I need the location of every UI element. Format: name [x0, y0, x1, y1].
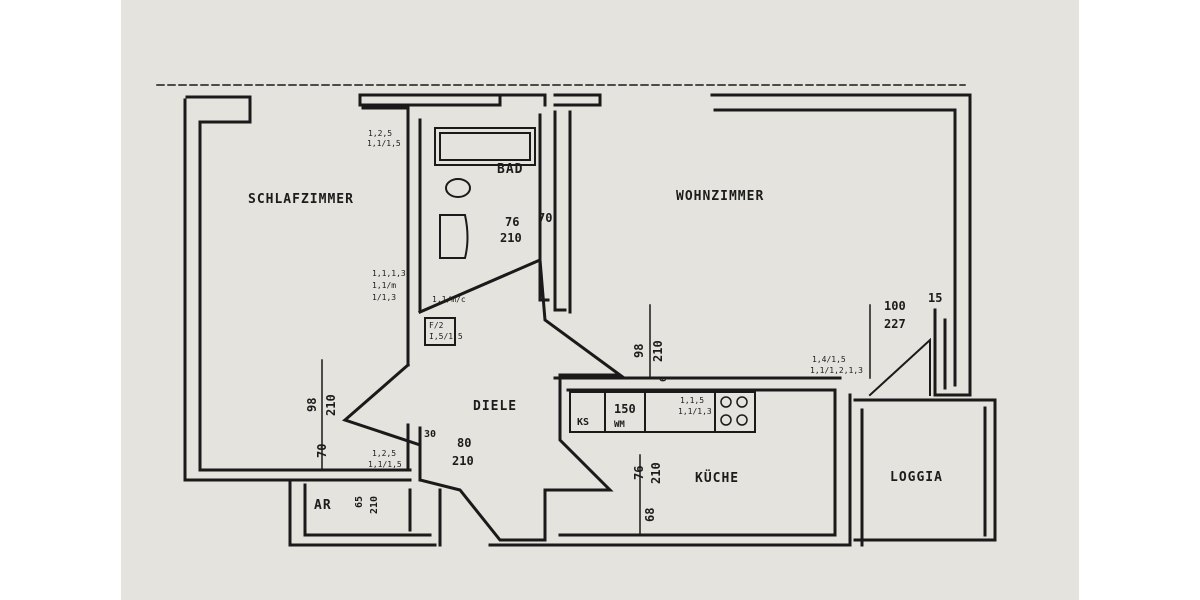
wall-kueche-top — [553, 376, 842, 392]
wall-schlafzimmer-top — [185, 95, 252, 124]
label-wm: WM — [614, 420, 625, 430]
room-label-kueche: KÜCHE — [695, 471, 740, 486]
dim-diele-door-width: 80 — [457, 436, 472, 450]
dim-schlaf-door-h: 210 — [324, 394, 338, 416]
dim-bad-wall: 70 — [538, 211, 553, 225]
dim-bad-door-width: 76 — [505, 215, 520, 229]
counter — [569, 391, 756, 433]
wall-wohnzimmer-left — [553, 110, 572, 314]
dim-wohn-wall: 15 — [928, 291, 943, 305]
wall-bad-right — [538, 113, 550, 302]
room-label-diele: DIELE — [473, 399, 518, 414]
room-label-schlafzimmer: SCHLAFZIMMER — [248, 192, 354, 207]
wall-schlafzimmer-left — [183, 98, 202, 482]
dim-ar-door-a: 65 — [354, 495, 365, 508]
wall-top-mid — [358, 93, 502, 127]
room-label-wohnzimmer: WOHNZIMMER — [676, 189, 765, 204]
dim-diele-door-height: 210 — [452, 454, 474, 468]
note-schlaf-side-3: 1/1,3 — [372, 293, 397, 302]
dim-kueche-door-a: 76 — [632, 465, 646, 480]
wall-top-bad — [418, 93, 602, 107]
dim-ar-door-b: 210 — [369, 495, 380, 514]
note-cabinet-1: F/2 — [429, 321, 444, 330]
note-bad-small: 1,1/m/c — [432, 295, 466, 304]
room-label-ar: AR — [314, 498, 332, 513]
label-wm-width: 150 — [614, 402, 636, 416]
note-diele-small-2: 1,1/1,5 — [368, 460, 402, 469]
cabinet-box — [424, 317, 456, 346]
dim-wohn-door-height: 227 — [884, 317, 906, 331]
wall-wohnzimmer-top — [710, 93, 972, 397]
note-cabinet-2: I,5/1,5 — [429, 332, 463, 341]
dim-wohn-door-width: 100 — [884, 299, 906, 313]
dim-bad-door-height: 210 — [500, 231, 522, 245]
note-wohn-corner-1: 1,4/1,5 — [812, 355, 846, 364]
note-schlaf-side-1: 1,1,1,3 — [372, 269, 406, 278]
wall-loggia — [853, 398, 997, 547]
note-schlaf-window-1: 1,2,5 — [368, 129, 393, 138]
dim-wohn-kueche-h: 210 — [651, 340, 665, 362]
wall-kueche-right — [558, 388, 852, 547]
room-label-bad: BAD — [497, 162, 524, 177]
note-diele-small-1: 1,2,5 — [372, 449, 397, 458]
note-stove-2: 1,1/1,3 — [678, 407, 712, 416]
bathtub — [434, 127, 536, 166]
label-ks: KS — [577, 417, 590, 428]
note-schlaf-window-2: 1,1/1,5 — [367, 139, 401, 148]
toilet — [445, 178, 471, 198]
room-label-loggia: LOGGIA — [890, 470, 943, 485]
dim-schlaf-wall: 70 — [315, 443, 329, 458]
wall-bottom-left — [183, 468, 412, 482]
dim-kueche-wall: 68 — [643, 507, 657, 522]
stove-burner — [720, 396, 732, 408]
wall-ar — [288, 478, 437, 547]
note-wohn-corner-2: 1,1/1,2,1,3 — [810, 366, 863, 375]
dim-schlaf-door-v: 98 — [305, 397, 319, 412]
dim-kueche-door-b: 210 — [649, 462, 663, 484]
loggia-door — [868, 337, 931, 397]
dim-wohn-kueche-v: 98 — [632, 343, 646, 358]
washbasin — [439, 214, 469, 259]
wall-diele-inner — [406, 423, 422, 482]
wall-bottom-mid — [438, 488, 852, 547]
dim-diele-wall: 30 — [424, 429, 437, 440]
wall-bad-left — [406, 118, 422, 367]
note-schlaf-side-2: 1,1/m — [372, 281, 397, 290]
note-stove-1: 1,1,5 — [680, 396, 705, 405]
door-line-wohn — [649, 304, 871, 379]
dim-wohn-kueche-gap: 6 — [659, 376, 669, 382]
wall-wohnzimmer-right — [933, 308, 972, 397]
